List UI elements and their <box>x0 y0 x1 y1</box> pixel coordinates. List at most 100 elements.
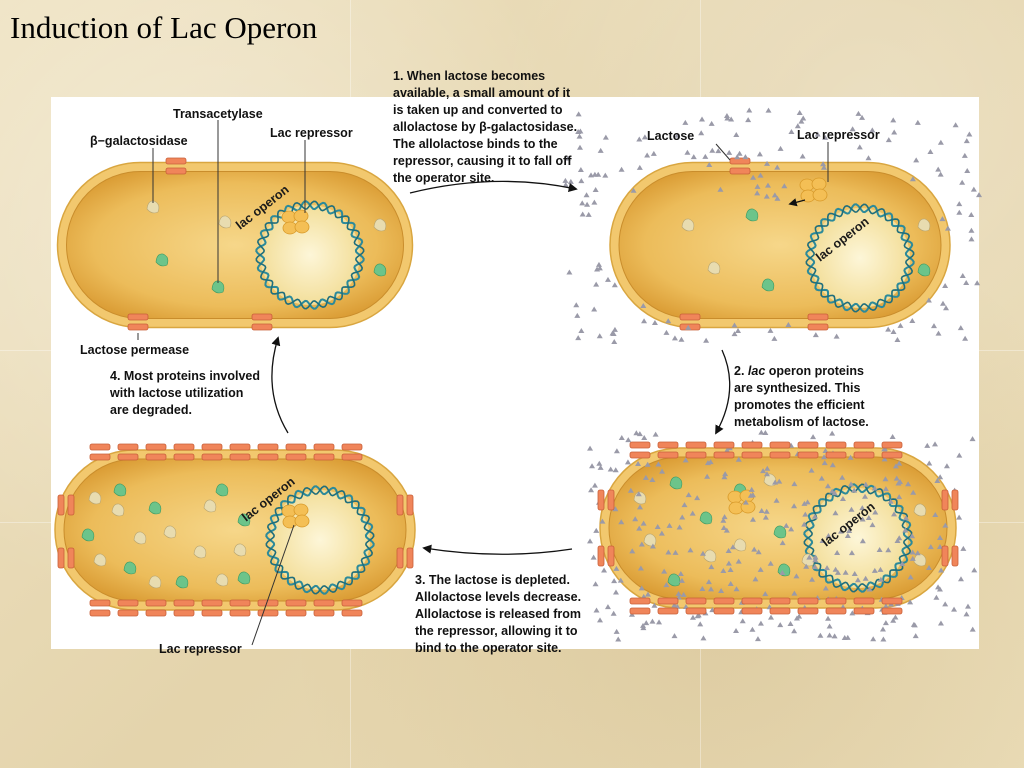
lactose-molecule <box>869 522 876 528</box>
lactose-molecule <box>844 533 851 539</box>
lactose-molecule <box>636 164 643 170</box>
lactose-molecule <box>871 485 878 491</box>
lactose-molecule <box>726 149 733 155</box>
beta-galactosidase-protein <box>913 553 927 567</box>
lactose-molecule <box>774 195 781 201</box>
lactose-molecule <box>910 621 917 627</box>
lactose-molecule <box>951 606 958 612</box>
lactose-molecule <box>733 627 740 633</box>
lactose-molecule <box>909 318 916 324</box>
lactose-molecule <box>937 171 944 177</box>
lactose-molecule <box>942 282 949 288</box>
nucleoid <box>270 490 370 590</box>
lactose-molecule <box>641 134 648 140</box>
transacetylase-protein <box>81 528 95 542</box>
lactose-molecule <box>611 578 618 584</box>
lactose-molecule <box>783 522 790 528</box>
lactose-molecule <box>963 138 970 144</box>
lactose-molecule <box>834 569 841 575</box>
lactose-permease <box>825 441 847 459</box>
step-1-line: available, a small amount of it <box>393 86 571 100</box>
lactose-permease <box>127 313 149 331</box>
step-1-line: allolactose by β-galactosidase. <box>393 120 578 134</box>
lactose-molecule <box>799 153 806 159</box>
lactose-molecule <box>877 576 884 582</box>
step-4-line: are degraded. <box>110 403 192 417</box>
label-lactose: Lactose <box>647 129 694 143</box>
lactose-molecule <box>590 554 597 560</box>
lactose-molecule <box>891 129 898 135</box>
cell-lactose-added <box>562 107 983 345</box>
pointer-repressor-tr <box>788 198 806 207</box>
lactose-molecule <box>791 503 798 509</box>
beta-galactosidase-protein <box>801 553 815 567</box>
lactose-molecule <box>842 569 849 575</box>
lactose-molecule <box>833 333 840 339</box>
lactose-molecule <box>776 478 783 484</box>
lactose-molecule <box>781 183 788 189</box>
lactose-molecule <box>831 633 838 639</box>
lactose-molecule <box>932 441 939 447</box>
lac-repressor <box>799 177 828 203</box>
lactose-molecule <box>720 524 727 530</box>
step-3-line: 3. The lactose is depleted. <box>415 573 570 587</box>
lactose-molecule <box>910 489 917 495</box>
lactose-molecule <box>848 506 855 512</box>
lactose-molecule <box>806 554 813 560</box>
lactose-molecule <box>611 326 618 332</box>
lactose-molecule <box>745 117 752 123</box>
lactose-molecule <box>826 623 833 629</box>
lactose-molecule <box>895 480 902 486</box>
lactose-molecule <box>593 607 600 613</box>
lactose-permease <box>629 441 651 459</box>
lactose-molecule <box>924 442 931 448</box>
lactose-molecule <box>742 154 749 160</box>
lactose-molecule <box>937 534 944 540</box>
lactose-molecule <box>576 133 583 139</box>
lactose-molecule <box>611 339 618 345</box>
lactose-molecule <box>699 116 706 122</box>
lactose-molecule <box>762 514 769 520</box>
lactose-molecule <box>599 518 606 524</box>
transacetylase-protein <box>773 525 787 539</box>
lactose-molecule <box>793 573 800 579</box>
beta-galactosidase-protein <box>681 218 695 232</box>
lactose-molecule <box>678 577 685 583</box>
lactose-molecule <box>760 468 767 474</box>
lactose-molecule <box>787 621 794 627</box>
lactose-molecule <box>959 179 966 185</box>
lactose-molecule <box>862 575 869 581</box>
lactose-permease <box>396 494 414 516</box>
lactose-molecule <box>729 544 736 550</box>
lactose-molecule <box>877 566 884 572</box>
lactose-molecule <box>591 199 598 205</box>
lactose-molecule <box>865 155 872 161</box>
lactose-molecule <box>959 272 966 278</box>
lactose-molecule <box>897 322 904 328</box>
label-lac-repressor-tl: Lac repressor <box>270 126 353 140</box>
beta-galactosidase-protein <box>218 215 232 229</box>
slide-title: Induction of Lac Operon <box>10 10 318 45</box>
lactose-molecule <box>822 585 829 591</box>
transacetylase-protein <box>667 573 681 587</box>
lactose-molecule <box>757 172 764 178</box>
lactose-molecule <box>612 589 619 595</box>
lactose-molecule <box>597 147 604 153</box>
step-1-caption: 1. When lactose becomes available, a sma… <box>393 68 577 187</box>
lactose-molecule <box>812 554 819 560</box>
lactose-molecule <box>677 571 684 577</box>
lactose-molecule <box>880 636 887 642</box>
lactose-permease <box>825 597 847 615</box>
lactose-molecule <box>964 603 971 609</box>
beta-galactosidase-protein <box>111 503 125 517</box>
beta-galactosidase-protein <box>93 553 107 567</box>
lactose-molecule <box>591 482 598 488</box>
lactose-permease <box>713 597 735 615</box>
lactose-molecule <box>592 186 599 192</box>
lactose-molecule <box>679 514 686 520</box>
lactose-molecule <box>587 445 594 451</box>
cycle-arrow-1 <box>409 180 578 194</box>
lactose-molecule <box>617 577 624 583</box>
lactose-permease <box>597 545 615 567</box>
lactose-molecule <box>596 333 603 339</box>
